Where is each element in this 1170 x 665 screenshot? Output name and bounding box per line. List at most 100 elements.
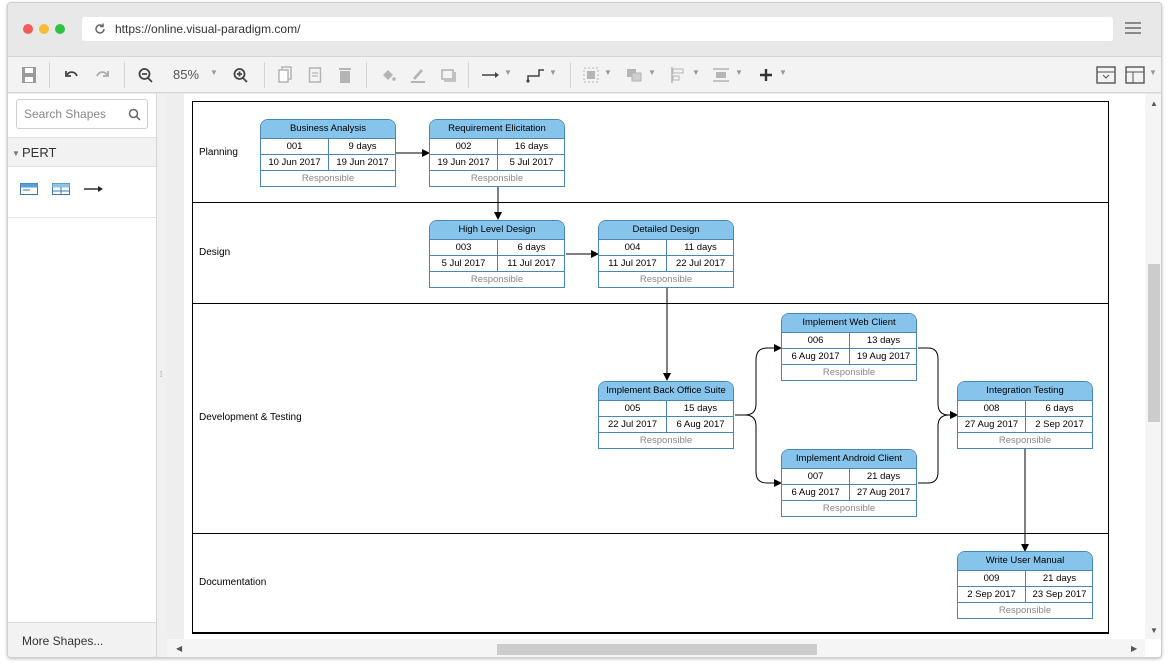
task-id: 007 (782, 469, 850, 484)
task-node[interactable]: Integration Testing 0086 days 27 Aug 201… (957, 381, 1093, 449)
add-icon[interactable] (758, 66, 774, 84)
task-name: Implement Android Client (782, 450, 916, 469)
vertical-scroll-thumb[interactable] (1148, 264, 1160, 422)
task-end-date: 27 Aug 2017 (850, 485, 917, 500)
task-duration: 16 days (498, 139, 565, 154)
distribute-icon[interactable] (712, 66, 730, 84)
lane-label: Development & Testing (199, 412, 302, 423)
task-end-date: 5 Jul 2017 (498, 155, 565, 170)
paste-icon[interactable] (308, 66, 322, 84)
horizontal-scrollbar[interactable]: ◀ ▶ (167, 639, 1145, 658)
task-id: 002 (430, 139, 498, 154)
browser-menu-icon[interactable] (1125, 22, 1141, 36)
drag-handle-icon: ⁞ (160, 370, 162, 379)
task-id: 004 (599, 240, 667, 255)
pert-diagram[interactable]: Planning Design Development & Testing Do… (192, 101, 1109, 634)
address-bar[interactable]: https://online.visual-paradigm.com/ (82, 17, 1113, 41)
pert-table-shape-icon[interactable] (52, 183, 70, 195)
task-node[interactable]: Implement Android Client 00721 days 6 Au… (781, 449, 917, 517)
vertical-scrollbar[interactable]: ▲ ▼ (1145, 94, 1162, 639)
task-start-date: 5 Jul 2017 (430, 256, 498, 271)
horizontal-scroll-thumb[interactable] (497, 644, 817, 655)
arrange-icon[interactable] (625, 66, 643, 84)
scroll-down-icon[interactable]: ▼ (1150, 626, 1158, 635)
arrange-dropdown-icon[interactable]: ▼ (648, 68, 656, 77)
task-end-date: 6 Aug 2017 (667, 417, 734, 432)
scroll-up-icon[interactable]: ▲ (1150, 99, 1158, 108)
search-icon[interactable] (128, 108, 141, 121)
task-start-date: 11 Jul 2017 (599, 256, 667, 271)
pert-connector-shape-icon[interactable] (84, 183, 104, 195)
select-group-dropdown-icon[interactable]: ▼ (604, 68, 612, 77)
task-duration: 13 days (850, 333, 917, 348)
more-shapes-button[interactable]: More Shapes... (8, 622, 156, 658)
minimize-window-button[interactable] (39, 24, 49, 34)
lane-label: Planning (199, 147, 238, 158)
task-name: Business Analysis (261, 120, 395, 139)
undo-icon[interactable] (64, 66, 80, 84)
task-node[interactable]: Detailed Design 00411 days 11 Jul 201722… (598, 220, 734, 288)
waypoint-style-dropdown-icon[interactable]: ▼ (549, 68, 557, 77)
task-name: Detailed Design (599, 221, 733, 240)
task-id: 001 (261, 139, 329, 154)
fill-color-icon[interactable] (380, 66, 396, 84)
task-responsible: Responsible (958, 603, 1092, 618)
pert-shape-palette (8, 168, 156, 218)
task-start-date: 6 Aug 2017 (782, 485, 850, 500)
task-responsible: Responsible (782, 365, 916, 380)
editor-toolbar: 85% ▼ ▼ ▼ ▼ ▼ ▼ ▼ ▼ ▼ (8, 56, 1161, 93)
reload-icon[interactable] (93, 22, 107, 36)
redo-icon[interactable] (94, 66, 110, 84)
task-duration: 11 days (667, 240, 734, 255)
task-node[interactable]: High Level Design 0036 days 5 Jul 201711… (429, 220, 565, 288)
task-node[interactable]: Business Analysis 0019 days 10 Jun 20171… (260, 119, 396, 187)
task-duration: 6 days (498, 240, 565, 255)
align-icon[interactable] (669, 66, 687, 84)
shadow-icon[interactable] (440, 66, 456, 84)
task-node[interactable]: Implement Back Office Suite 00515 days 2… (598, 381, 734, 449)
pert-task-shape-icon[interactable] (20, 183, 38, 195)
task-name: High Level Design (430, 221, 564, 240)
scroll-left-icon[interactable]: ◀ (176, 644, 182, 653)
select-group-icon[interactable] (582, 66, 600, 84)
layout-panel-icon[interactable] (1125, 66, 1145, 84)
distribute-dropdown-icon[interactable]: ▼ (735, 68, 743, 77)
task-start-date: 22 Jul 2017 (599, 417, 667, 432)
task-start-date: 2 Sep 2017 (958, 587, 1026, 602)
task-node[interactable]: Requirement Elicitation 00216 days 19 Ju… (429, 119, 565, 187)
zoom-in-icon[interactable] (233, 66, 249, 84)
connector-style-dropdown-icon[interactable]: ▼ (504, 68, 512, 77)
layout-panel-dropdown-icon[interactable]: ▼ (1149, 68, 1157, 77)
shape-sidebar: Search Shapes ▼ PERT More Shapes... (8, 94, 157, 658)
align-dropdown-icon[interactable]: ▼ (692, 68, 700, 77)
task-node[interactable]: Write User Manual 00921 days 2 Sep 20172… (957, 551, 1093, 619)
task-end-date: 22 Jul 2017 (667, 256, 734, 271)
search-shapes-input[interactable]: Search Shapes (16, 99, 148, 129)
task-duration: 9 days (329, 139, 396, 154)
canvas-area[interactable]: Planning Design Development & Testing Do… (167, 94, 1162, 658)
copy-icon[interactable] (278, 66, 292, 84)
connector-style-icon[interactable] (481, 66, 501, 84)
zoom-level[interactable]: 85% (166, 66, 206, 84)
task-responsible: Responsible (430, 272, 564, 287)
delete-icon[interactable] (338, 66, 352, 84)
task-responsible: Responsible (261, 171, 395, 186)
sidebar-splitter[interactable]: ⁞ (157, 94, 167, 658)
zoom-out-icon[interactable] (138, 66, 154, 84)
task-node[interactable]: Implement Web Client 00613 days 6 Aug 20… (781, 313, 917, 381)
line-color-icon[interactable] (410, 66, 426, 84)
task-responsible: Responsible (599, 433, 733, 448)
zoom-dropdown-icon[interactable]: ▼ (210, 68, 218, 77)
lane-label: Design (199, 247, 230, 258)
add-dropdown-icon[interactable]: ▼ (779, 68, 787, 77)
save-icon[interactable] (21, 66, 37, 84)
pert-category-header[interactable]: ▼ PERT (8, 137, 156, 167)
scroll-right-icon[interactable]: ▶ (1131, 644, 1137, 653)
format-panel-icon[interactable] (1096, 66, 1116, 84)
task-name: Integration Testing (958, 382, 1092, 401)
maximize-window-button[interactable] (55, 24, 65, 34)
close-window-button[interactable] (23, 24, 33, 34)
waypoint-style-icon[interactable] (526, 66, 546, 84)
search-placeholder: Search Shapes (24, 107, 106, 121)
url-text: https://online.visual-paradigm.com/ (115, 22, 300, 36)
